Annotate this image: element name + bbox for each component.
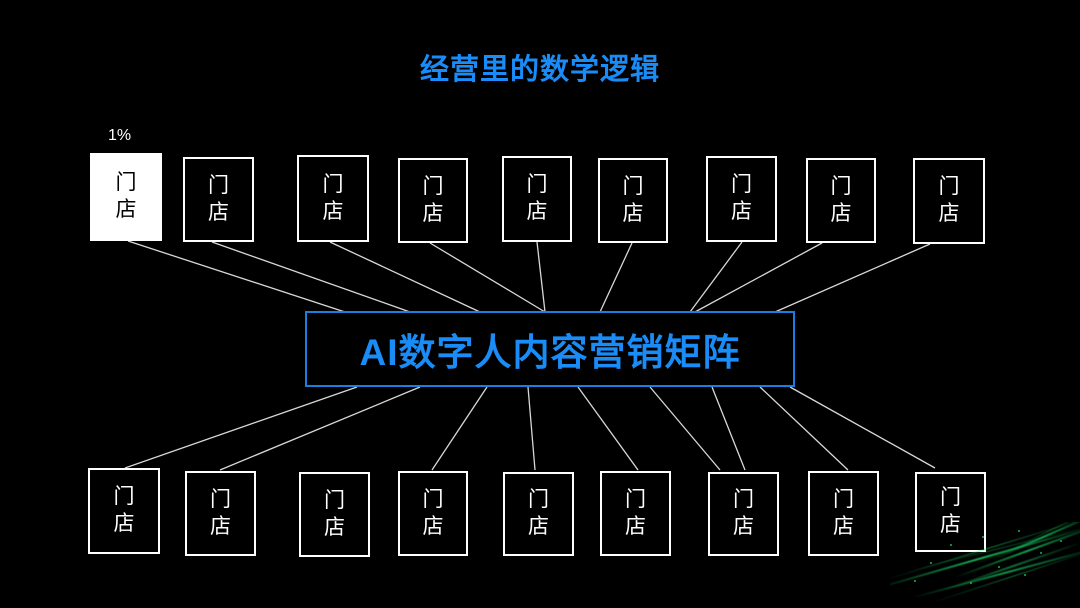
connector-bottom-5	[577, 386, 639, 471]
store-node-top-1[interactable]: 门店	[90, 153, 162, 241]
store-node-top-8[interactable]: 门店	[806, 158, 876, 243]
store-label-line2: 店	[526, 200, 548, 223]
connector-bottom-7	[711, 386, 746, 471]
connector-bottom-4	[527, 386, 536, 471]
store-label-line2: 店	[113, 512, 135, 535]
store-node-top-4[interactable]: 门店	[398, 158, 468, 243]
central-hub-label: AI数字人内容营销矩阵	[359, 332, 741, 373]
store-label-line1: 门	[733, 488, 754, 512]
store-label-line1: 门	[625, 487, 646, 511]
store-node-top-6[interactable]: 门店	[598, 158, 668, 243]
store-node-bottom-9[interactable]: 门店	[915, 472, 986, 552]
store-label-line2: 店	[528, 515, 549, 538]
connector-top-6	[599, 242, 633, 313]
connector-top-1	[127, 240, 346, 313]
store-node-bottom-5[interactable]: 门店	[503, 472, 574, 556]
connector-bottom-9	[789, 386, 936, 469]
connector-bottom-8	[759, 386, 849, 471]
connector-bottom-6	[649, 386, 721, 471]
store-label-line1: 门	[938, 175, 960, 199]
store-node-top-5[interactable]: 门店	[502, 156, 572, 242]
store-node-bottom-3[interactable]: 门店	[299, 472, 370, 557]
store-label-line1: 门	[940, 486, 961, 510]
connector-bottom-1	[124, 386, 358, 469]
store-label-line2: 店	[625, 514, 646, 538]
store-label-line2: 店	[940, 513, 961, 536]
store-label-line1: 门	[324, 488, 345, 512]
store-label-line2: 店	[208, 200, 229, 224]
store-label-line1: 门	[830, 174, 852, 198]
store-label-line1: 门	[833, 487, 854, 511]
page-title: 经营里的数学逻辑	[419, 54, 660, 86]
store-node-top-7[interactable]: 门店	[706, 156, 777, 242]
store-label-line2: 店	[324, 515, 345, 539]
store-node-top-9[interactable]: 门店	[913, 158, 985, 244]
store-node-bottom-8[interactable]: 门店	[808, 471, 879, 556]
store-node-top-3[interactable]: 门店	[297, 155, 369, 242]
store-label-line2: 店	[733, 515, 754, 538]
store-label-line2: 店	[833, 514, 854, 538]
store-label-line1: 门	[113, 485, 135, 509]
store-label-line1: 门	[528, 488, 549, 512]
store-label-line1: 门	[622, 174, 644, 198]
store-label-line2: 店	[115, 198, 137, 221]
store-label-line2: 店	[731, 200, 752, 223]
store-node-bottom-1[interactable]: 门店	[88, 468, 160, 554]
store-label-line1: 门	[115, 171, 137, 195]
percent-label: 1%	[108, 127, 132, 144]
store-node-bottom-6[interactable]: 门店	[600, 471, 671, 556]
central-hub-box[interactable]: AI数字人内容营销矩阵	[305, 311, 795, 387]
store-label-line1: 门	[208, 173, 229, 197]
store-label-line1: 门	[210, 487, 231, 511]
store-node-top-2[interactable]: 门店	[183, 157, 254, 242]
connector-bottom-2	[219, 386, 421, 471]
connector-top-5	[536, 241, 546, 313]
store-node-bottom-2[interactable]: 门店	[185, 471, 256, 556]
store-label-line1: 门	[422, 174, 444, 198]
connector-top-8	[694, 242, 823, 313]
connector-top-4	[429, 242, 546, 313]
connector-bottom-3	[431, 386, 488, 471]
connector-top-2	[211, 241, 411, 313]
store-label-line2: 店	[322, 199, 344, 223]
store-node-bottom-7[interactable]: 门店	[708, 472, 779, 556]
store-label-line2: 店	[622, 201, 644, 225]
store-label-line1: 门	[322, 172, 344, 196]
connector-top-3	[329, 241, 481, 313]
store-label-line2: 店	[422, 514, 444, 538]
store-label-line1: 门	[731, 173, 752, 197]
store-label-line1: 门	[526, 173, 548, 197]
store-label-line2: 店	[210, 514, 231, 538]
store-label-line1: 门	[422, 487, 444, 511]
connector-top-9	[774, 243, 931, 313]
connector-top-7	[689, 241, 743, 313]
store-label-line2: 店	[422, 201, 444, 225]
store-node-bottom-4[interactable]: 门店	[398, 471, 468, 556]
store-label-line2: 店	[830, 201, 852, 225]
store-label-line2: 店	[938, 202, 960, 225]
